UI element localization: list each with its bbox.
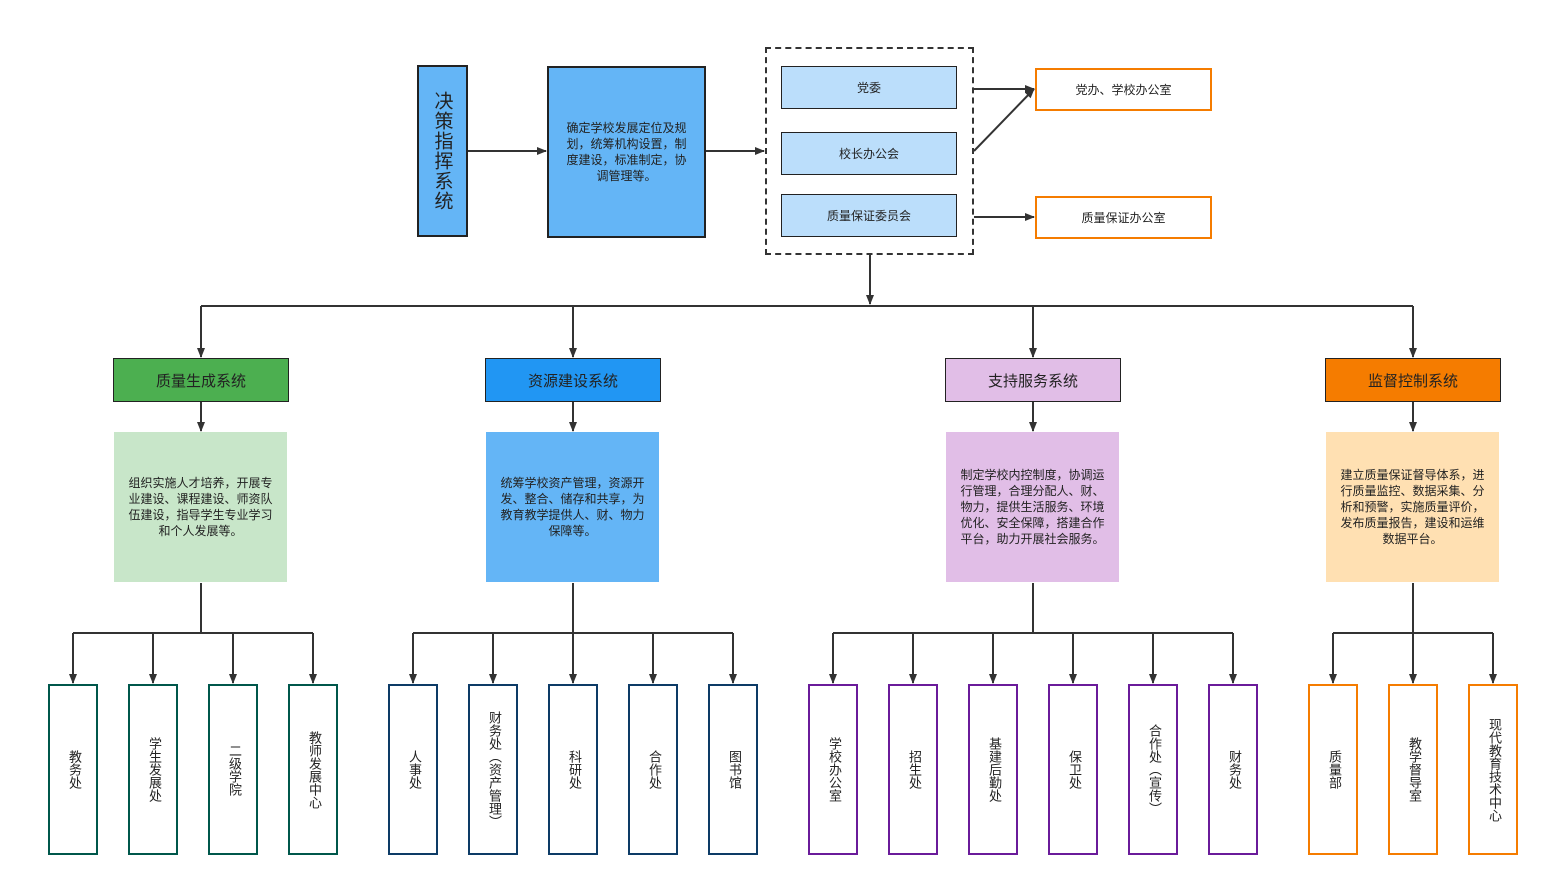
support-service-dept-4: 保卫处 (1048, 684, 1098, 855)
quality-assurance-committee-box: 质量保证委员会 (781, 194, 957, 237)
quality-generation-dept-4: 教师发展中心 (288, 684, 338, 855)
resource-building-description: 统筹学校资产管理，资源开发、整合、储存和共享，为教育教学提供人、财、物力保障等。 (486, 432, 659, 582)
quality-generation-dept-3: 二级学院 (208, 684, 258, 855)
decision-description: 确定学校发展定位及规划，统筹机构设置，制度建设，标准制定，协调管理等。 (547, 66, 706, 238)
resource-building-dept-2: 财务处（资产管理） (468, 684, 518, 855)
support-service-dept-6: 财务处 (1208, 684, 1258, 855)
arrow-president-to-party-office (973, 88, 1035, 152)
quality-generation-system-title: 质量生成系统 (113, 358, 289, 402)
support-service-dept-1: 学校办公室 (808, 684, 858, 855)
support-service-dept-5: 合作处（宣传） (1128, 684, 1178, 855)
supervision-control-description: 建立质量保证督导体系，进行质量监控、数据采集、分析和预警，实施质量评价，发布质量… (1326, 432, 1499, 582)
leadership-group-frame (765, 47, 974, 255)
quality-assurance-office-box: 质量保证办公室 (1035, 196, 1212, 239)
supervision-control-system-title: 监督控制系统 (1325, 358, 1501, 402)
quality-generation-dept-1: 教务处 (48, 684, 98, 855)
supervision-control-dept-3: 现代教育技术中心 (1468, 684, 1518, 855)
support-service-dept-3: 基建后勤处 (968, 684, 1018, 855)
support-service-dept-2: 招生处 (888, 684, 938, 855)
support-service-system-title: 支持服务系统 (945, 358, 1121, 402)
quality-generation-dept-2: 学生发展处 (128, 684, 178, 855)
party-school-office-box: 党办、学校办公室 (1035, 68, 1212, 111)
quality-generation-description: 组织实施人才培养，开展专业建设、课程建设、师资队伍建设，指导学生专业学习和个人发… (114, 432, 287, 582)
president-office-meeting-box: 校长办公会 (781, 132, 957, 175)
resource-building-dept-5: 图书馆 (708, 684, 758, 855)
resource-building-system-title: 资源建设系统 (485, 358, 661, 402)
resource-building-dept-3: 科研处 (548, 684, 598, 855)
support-service-description: 制定学校内控制度，协调运行管理，合理分配人、财、物力，提供生活服务、环境优化、安… (946, 432, 1119, 582)
decision-system-title: 决策指挥系统 (417, 65, 468, 237)
party-committee-box: 党委 (781, 66, 957, 109)
supervision-control-dept-2: 教学督导室 (1388, 684, 1438, 855)
resource-building-dept-4: 合作处 (628, 684, 678, 855)
resource-building-dept-1: 人事处 (388, 684, 438, 855)
supervision-control-dept-1: 质量部 (1308, 684, 1358, 855)
